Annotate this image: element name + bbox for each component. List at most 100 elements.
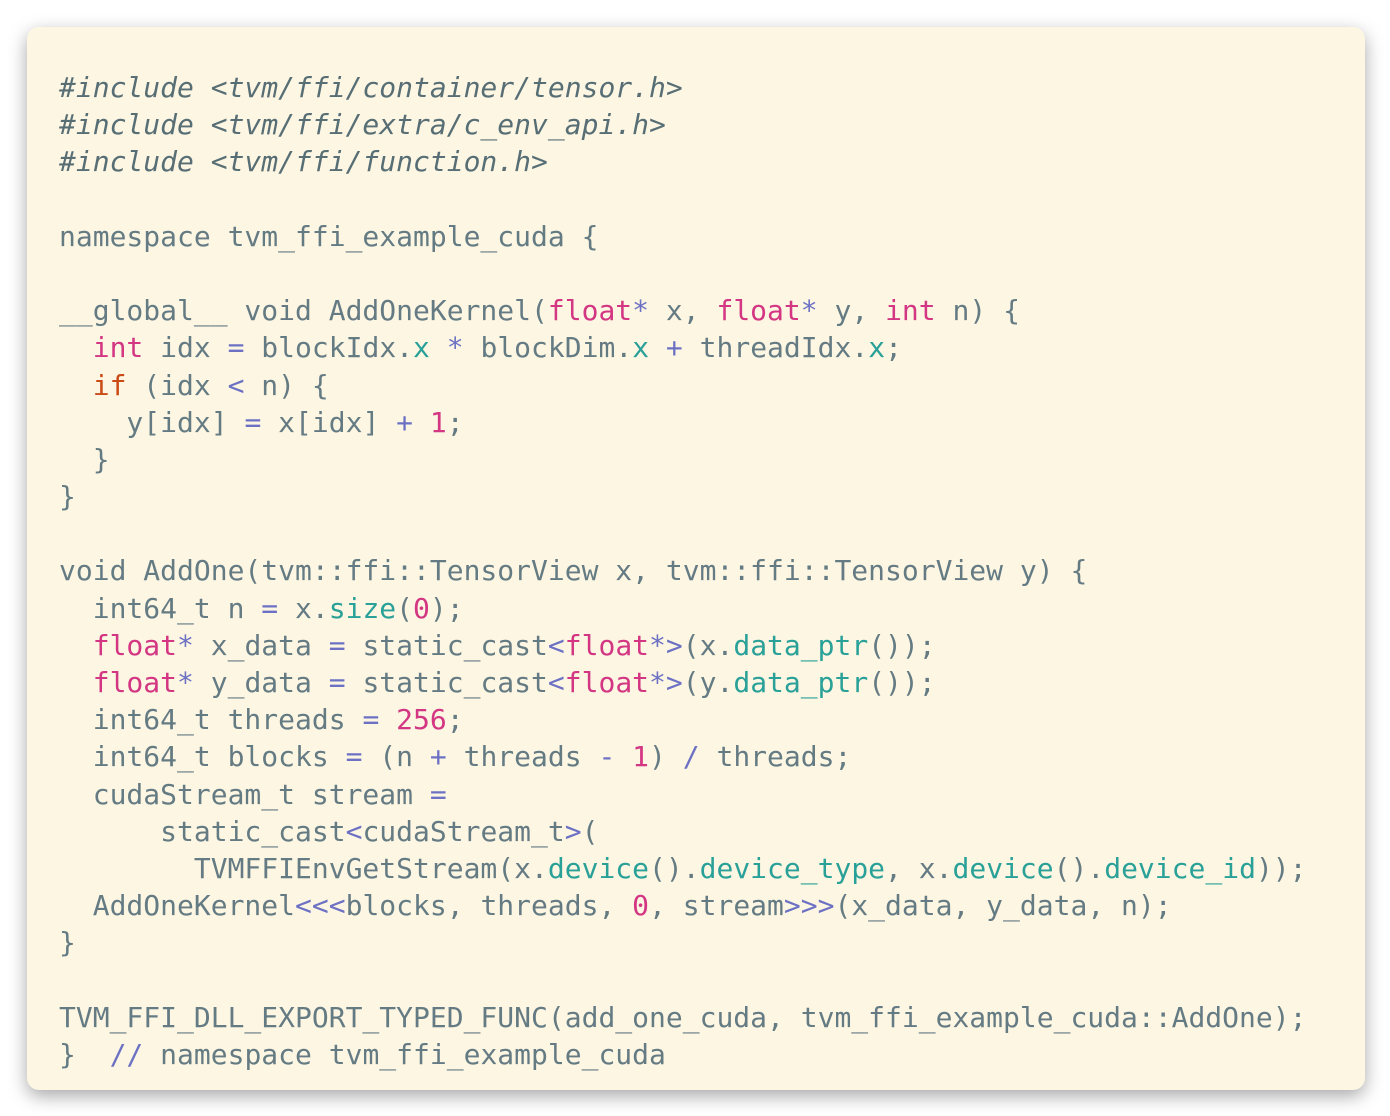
code-token: * <box>800 294 818 328</box>
code-token: < <box>345 814 363 848</box>
code-token: int64_t blocks <box>59 740 346 774</box>
code-token: 0 <box>632 889 650 923</box>
code-line: namespace tvm_ffi_example_cuda { <box>59 218 1365 255</box>
code-token: __global__ void AddOneKernel( <box>59 294 548 328</box>
code-token: TVM_FFI_DLL_EXPORT_TYPED_FUNC(add_one_cu… <box>59 1000 1307 1034</box>
code-token: TVMFFIEnvGetStream(x. <box>59 851 548 885</box>
code-token: } <box>59 1037 110 1071</box>
code-token: , stream <box>649 889 784 923</box>
code-token: namespace tvm_ffi_example_cuda <box>143 1037 666 1071</box>
code-token <box>413 406 430 439</box>
code-token: static_cast <box>345 666 548 699</box>
code-token: namespace tvm_ffi_example_cuda { <box>59 219 599 253</box>
code-token: 0 <box>413 591 430 625</box>
code-token: * <box>446 331 464 365</box>
code-token: int64_t n <box>59 591 262 625</box>
code-line <box>59 181 1365 218</box>
code-token: data_ptr <box>733 628 869 662</box>
code-token <box>379 703 396 736</box>
code-token: device <box>547 851 650 885</box>
code-token: x. <box>278 591 329 625</box>
code-line: float* x_data = static_cast<float*>(x.da… <box>59 627 1365 664</box>
code-token: * <box>632 294 650 328</box>
code-token <box>649 331 666 364</box>
code-token: - <box>598 740 616 774</box>
code-token: > <box>564 814 582 848</box>
code-line: if (idx < n) { <box>59 367 1365 404</box>
code-token: ( <box>581 814 599 848</box>
code-token: } <box>59 480 76 514</box>
code-token: = <box>227 331 245 365</box>
code-line: static_cast<cudaStream_t>( <box>59 813 1365 850</box>
code-token: #include <tvm/ffi/extra/c_env_api.h> <box>59 108 666 142</box>
code-token: size <box>328 591 397 625</box>
code-token: (x_data, y_data, n); <box>834 889 1172 923</box>
code-token: device_type <box>699 851 886 885</box>
code-token: (n <box>362 740 430 774</box>
code-line <box>59 515 1365 552</box>
code-line: cudaStream_t stream = <box>59 776 1365 813</box>
code-line: #include <tvm/ffi/container/tensor.h> <box>59 69 1365 106</box>
code-line: int64_t n = x.size(0); <box>59 590 1365 627</box>
code-token: y[idx] <box>59 405 245 439</box>
code-token: float <box>564 628 650 662</box>
code-token: blockIdx. <box>244 331 414 365</box>
code-token: <<< <box>295 889 346 923</box>
code-token: cudaStream_t stream <box>59 777 430 811</box>
code-line: #include <tvm/ffi/function.h> <box>59 143 1365 180</box>
code-token: threads <box>446 740 599 774</box>
code-token: ()); <box>868 666 936 699</box>
code-token: = <box>345 740 363 774</box>
code-token <box>59 369 93 402</box>
code-token: (x. <box>682 628 734 662</box>
code-token: (). <box>1053 851 1105 885</box>
code-token: // <box>109 1037 144 1071</box>
code-token: y_data <box>193 666 329 699</box>
code-token: idx <box>143 331 228 365</box>
code-token: device_id <box>1104 851 1256 885</box>
code-token: , x. <box>885 851 953 885</box>
code-token: 1 <box>632 740 650 774</box>
code-token: ) <box>649 740 683 774</box>
code-token: #include <tvm/ffi/container/tensor.h> <box>59 71 683 104</box>
code-token <box>59 629 93 662</box>
code-token: < <box>547 666 565 699</box>
code-token <box>430 331 447 364</box>
code-token: )); <box>1255 851 1307 885</box>
code-line: int64_t blocks = (n + threads - 1) / thr… <box>59 738 1365 775</box>
code-line: } <box>59 924 1365 961</box>
code-token: = <box>261 591 279 625</box>
code-token: x <box>413 331 430 365</box>
code-token: + <box>665 331 683 365</box>
code-token: = <box>429 777 447 811</box>
code-line <box>59 962 1365 999</box>
code-token: (y. <box>682 666 734 699</box>
code-token: x, <box>649 294 717 328</box>
code-token <box>59 666 93 699</box>
code-token: x[idx] <box>261 405 397 439</box>
code-token: if <box>92 368 127 402</box>
code-line: void AddOne(tvm::ffi::TensorView x, tvm:… <box>59 552 1365 589</box>
code-token: } <box>59 926 76 960</box>
code-token: cudaStream_t <box>362 814 565 848</box>
code-line: int64_t threads = 256; <box>59 701 1365 738</box>
code-token: static_cast <box>59 814 346 848</box>
code-token <box>59 331 93 364</box>
code-token: void AddOne(tvm::ffi::TensorView x, tvm:… <box>59 554 1088 588</box>
code-token: threads; <box>699 740 852 774</box>
code-token: *> <box>649 666 683 699</box>
code-card: #include <tvm/ffi/container/tensor.h> #in… <box>27 27 1365 1090</box>
code-token: = <box>328 666 346 699</box>
code-token: < <box>547 628 565 662</box>
code-token: float <box>716 294 801 328</box>
code-token: (). <box>649 851 700 885</box>
code-token: * <box>177 628 194 662</box>
code-token: * <box>177 666 194 699</box>
code-token: float <box>547 294 633 328</box>
code-token <box>615 740 632 773</box>
code-token: x <box>868 331 886 365</box>
code-token: data_ptr <box>733 666 869 699</box>
code-token: / <box>682 740 700 774</box>
code-line: int idx = blockIdx.x * blockDim.x + thre… <box>59 329 1365 366</box>
code-line: } // namespace tvm_ffi_example_cuda <box>59 1036 1365 1073</box>
